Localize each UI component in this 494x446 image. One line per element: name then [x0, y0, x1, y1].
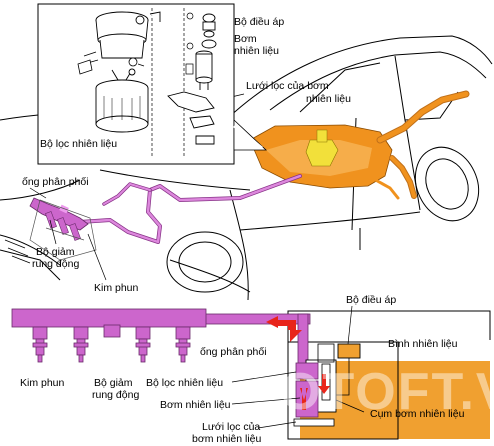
label-damper-bottom-line1: Bộ giảm [94, 377, 133, 389]
label-fuel-filter-bottom: Bộ lọc nhiên liệu [146, 377, 224, 389]
fuel-tank-icon [249, 124, 393, 189]
filler-pipe-icon [370, 90, 470, 200]
damper-icon [103, 324, 121, 338]
car-outline-icon [0, 35, 493, 301]
label-pump-strainer-top-line2: nhiên liệu [306, 93, 351, 105]
label-injector-bottom: Kim phun [20, 377, 65, 389]
fuel-line-icon [78, 174, 302, 244]
inset-small-parts [77, 57, 145, 75]
label-fuel-tank: Bình nhiên liệu [388, 338, 458, 350]
label-injector-top: Kim phun [94, 282, 139, 294]
injector-icon [32, 326, 191, 363]
delivery-pipe-icon [11, 308, 207, 328]
label-fuel-pump-top-line1: Bơm [234, 33, 257, 45]
injector-icon [45, 211, 81, 241]
leader-lines-bottom [231, 305, 365, 429]
label-delivery-pipe-bottom: ống phân phối [200, 346, 267, 358]
fuel-filter-icon [95, 68, 149, 133]
label-pump-strainer-bottom-line1: Lưới lọc của [202, 421, 261, 433]
pump-strainer-icon [167, 91, 215, 145]
label-damper-top-line2: rung động [32, 258, 80, 270]
label-pump-assembly: Cụm bơm nhiên liệu [370, 408, 465, 420]
label-pump-strainer-bottom-line2: bơm nhiên liệu [192, 433, 262, 445]
label-damper-bottom-line2: rung động [92, 389, 140, 401]
watermark: OTOFT.VN [280, 363, 494, 421]
label-pump-strainer-top-line1: Lưới lọc của bơm [246, 80, 329, 92]
pump-motor-icon [195, 50, 213, 90]
flow-arrow-icon [266, 316, 330, 410]
label-damper-top-line1: Bộ giảm [36, 246, 75, 258]
label-fuel-pump-bottom: Bơm nhiên liệu [160, 399, 231, 411]
label-fuel-filter-top: Bộ lọc nhiên liệu [40, 138, 118, 150]
grille-icon [4, 239, 31, 264]
label-delivery-pipe-top: ống phân phối [22, 176, 89, 188]
fuel-pump-icon [83, 11, 161, 65]
pressure-regulator-icon [201, 13, 217, 49]
label-pressure-regulator-bottom: Bộ điều áp [346, 294, 397, 306]
inset-clips [185, 12, 194, 75]
label-fuel-pump-top-line2: nhiên liệu [234, 45, 279, 57]
label-pressure-regulator-top: Bộ điều áp [234, 16, 285, 28]
